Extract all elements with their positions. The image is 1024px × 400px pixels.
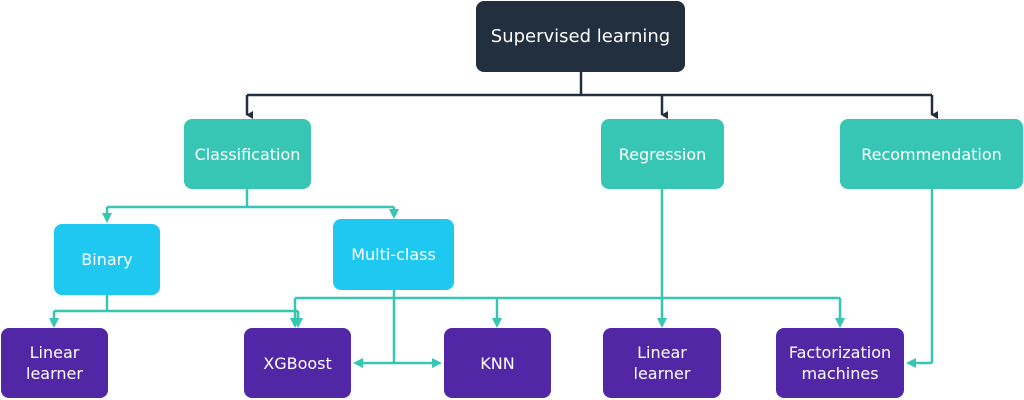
classification-connectors [102, 189, 399, 223]
linear-learner-binary-node: Linear learner [1, 328, 108, 398]
binary-node: Binary [54, 224, 160, 295]
recommendation-connector [906, 189, 934, 368]
binary-connectors [49, 295, 303, 328]
multiclass-node: Multi-class [333, 219, 454, 290]
regression-node: Regression [601, 119, 724, 189]
multiclass-connectors [290, 290, 845, 368]
xgboost-node: XGBoost [244, 328, 351, 398]
supervised-learning-node: Supervised learning [476, 1, 685, 72]
factorization-machines-node: Factorization machines [776, 328, 904, 398]
linear-learner-regression-node: Linear learner [603, 328, 721, 398]
classification-node: Classification [184, 119, 311, 189]
root-connectors [245, 72, 938, 119]
knn-node: KNN [444, 328, 551, 398]
recommendation-node: Recommendation [840, 119, 1023, 189]
